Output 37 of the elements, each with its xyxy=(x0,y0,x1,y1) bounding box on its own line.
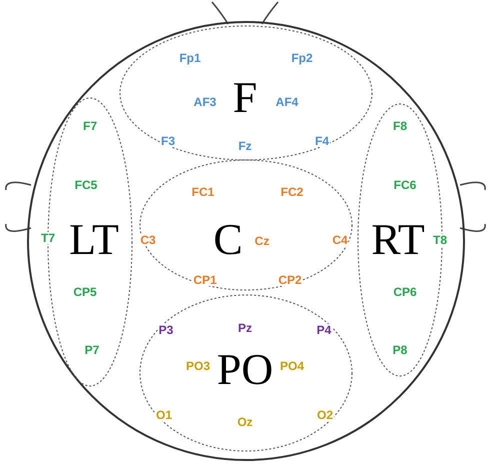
electrode-label: Fz xyxy=(237,140,253,152)
electrode-label: F4 xyxy=(314,135,330,147)
electrode-label: FC6 xyxy=(392,179,418,191)
electrode-label: Pz xyxy=(237,322,253,334)
region-label: F xyxy=(232,76,258,120)
electrode-label: PO4 xyxy=(279,360,305,372)
electrode-label: O2 xyxy=(316,409,334,421)
electrode-label: CP5 xyxy=(72,286,98,298)
electrode-label: Cz xyxy=(254,235,270,247)
electrode-label: FC1 xyxy=(190,186,216,198)
electrode-label: P3 xyxy=(158,324,174,336)
electrode-label: CP1 xyxy=(192,274,218,286)
electrode-label: C3 xyxy=(139,234,157,246)
electrode-label: P7 xyxy=(84,344,100,356)
electrode-label: F3 xyxy=(160,135,176,147)
electrode-label: CP6 xyxy=(392,286,418,298)
electrode-label: AF3 xyxy=(192,96,218,108)
electrode-label: T7 xyxy=(40,232,56,244)
region-label: PO xyxy=(216,348,274,392)
electrode-label: FC2 xyxy=(280,186,304,198)
electrode-label: T8 xyxy=(432,234,448,246)
region-label: LT xyxy=(69,218,119,262)
electrode-label: AF4 xyxy=(274,96,300,108)
electrode-label: F7 xyxy=(82,120,98,132)
electrode-label: F8 xyxy=(392,120,408,132)
electrode-label: C4 xyxy=(331,234,349,246)
electrode-label: Fp1 xyxy=(178,52,202,64)
electrode-label: P8 xyxy=(392,344,408,356)
region-label: C xyxy=(213,218,243,262)
electrode-label: Fp2 xyxy=(290,52,314,64)
region-label: RT xyxy=(371,218,425,262)
electrode-label: FC5 xyxy=(74,179,98,191)
electrode-label: Oz xyxy=(236,416,254,428)
electrode-label: CP2 xyxy=(277,274,303,286)
electrode-label: O1 xyxy=(155,409,173,421)
electrode-label: PO3 xyxy=(185,360,211,372)
electrode-label: P4 xyxy=(316,324,332,336)
